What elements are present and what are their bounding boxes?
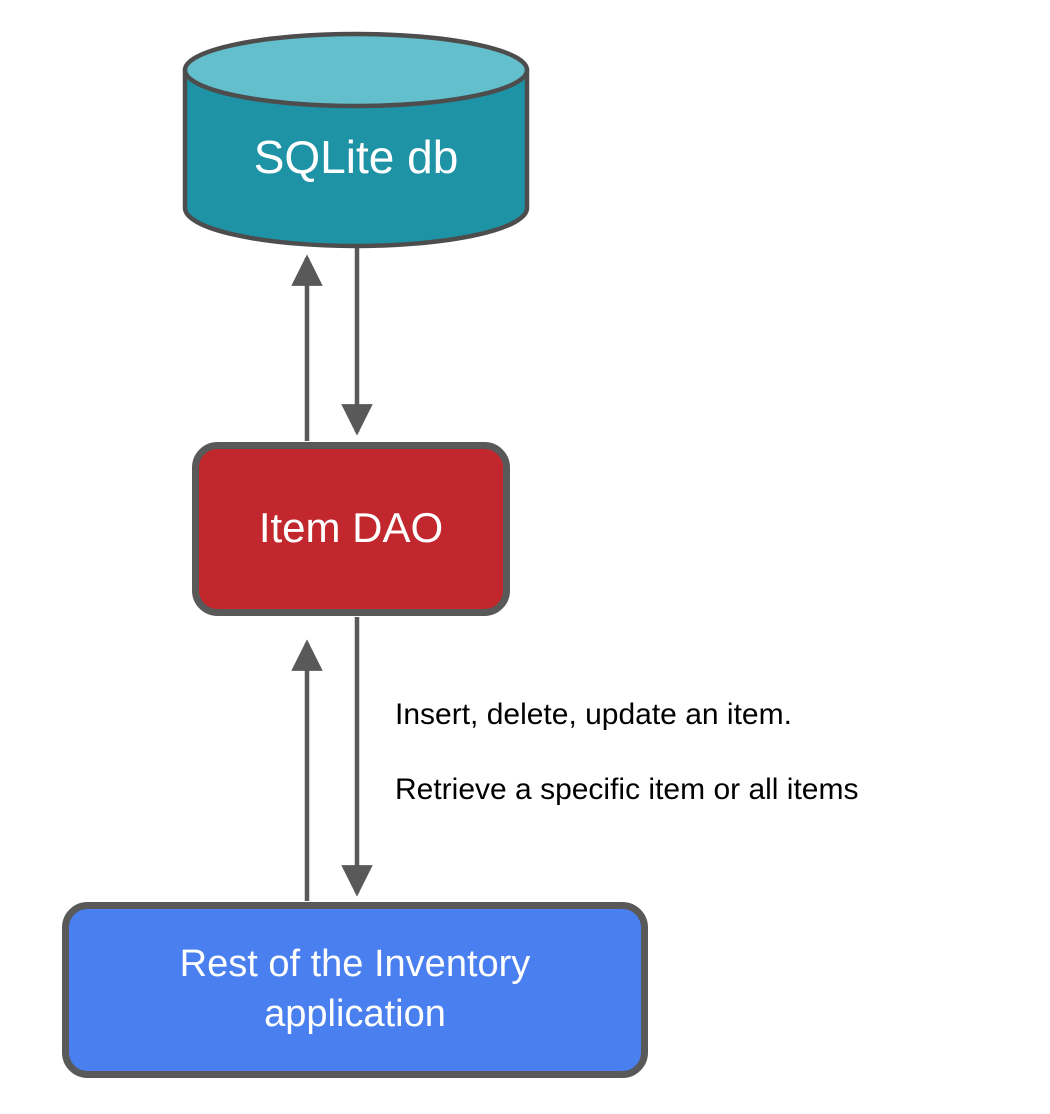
database-label: SQLite db: [254, 131, 459, 183]
edge-annotations: Insert, delete, update an item. Retrieve…: [395, 698, 858, 806]
node-database[interactable]: SQLite db: [182, 31, 530, 249]
cylinder-top: [182, 31, 530, 109]
edge-group-dao-app: [291, 617, 373, 901]
edge-group-db-dao: [291, 247, 373, 441]
item-dao-label: Item DAO: [259, 504, 443, 551]
inventory-app-box: [62, 902, 648, 1078]
inventory-app-label-line2: application: [264, 993, 446, 1035]
item-dao-box: [192, 442, 510, 616]
annotation-line-1: Insert, delete, update an item.: [395, 698, 792, 731]
annotation-line-2: Retrieve a specific item or all items: [395, 773, 858, 806]
node-inventory-app[interactable]: Rest of the Inventory application: [62, 902, 648, 1078]
inventory-app-label-line1: Rest of the Inventory: [180, 943, 531, 985]
cylinder-body: [182, 67, 530, 249]
node-item-dao[interactable]: Item DAO: [192, 442, 510, 616]
